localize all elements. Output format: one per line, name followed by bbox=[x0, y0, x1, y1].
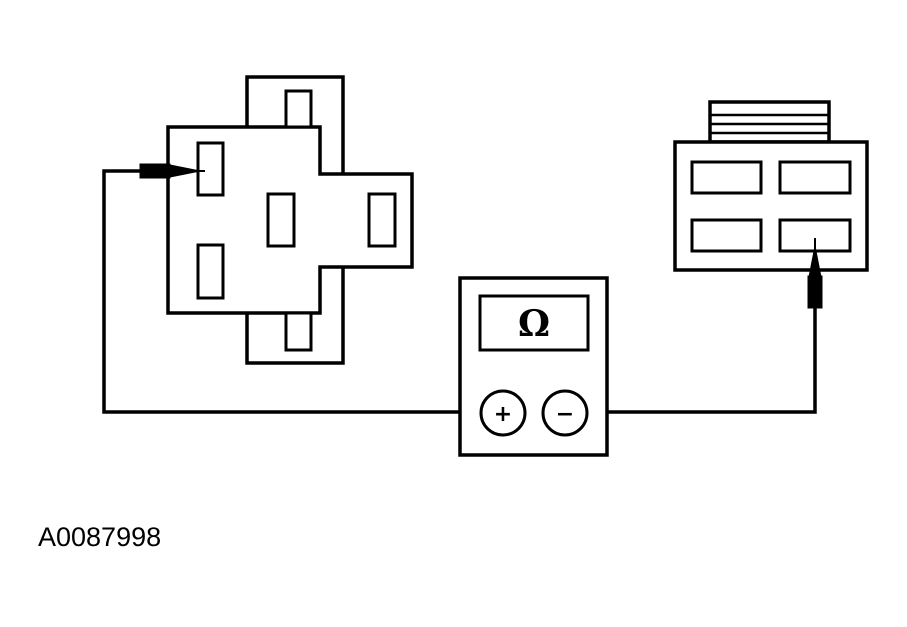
negative-probe bbox=[807, 238, 823, 309]
relay-terminal-top bbox=[284, 89, 313, 129]
ohm-symbol: Ω bbox=[518, 303, 550, 345]
relay-terminal-center bbox=[266, 192, 296, 248]
positive-probe-handle bbox=[139, 163, 171, 179]
relay bbox=[166, 75, 414, 365]
ohmmeter-display bbox=[478, 294, 590, 352]
negative-probe-handle bbox=[807, 275, 823, 309]
test-leads bbox=[102, 169, 817, 414]
connector bbox=[673, 100, 869, 272]
positive-probe-tip bbox=[169, 164, 201, 178]
ohmmeter: Ω + − bbox=[458, 276, 609, 457]
connector-cavity-top-right bbox=[778, 160, 852, 195]
connector-cavity-bottom-left bbox=[690, 218, 763, 253]
figure-id: A0087998 bbox=[38, 522, 162, 552]
plus-terminal-label: + bbox=[494, 402, 512, 427]
minus-terminal-label: − bbox=[556, 402, 574, 427]
relay-terminal-upper-left bbox=[196, 141, 225, 197]
relay-terminal-lower-left bbox=[196, 243, 225, 300]
positive-probe bbox=[139, 163, 205, 179]
negative-probe-tip bbox=[808, 245, 822, 278]
relay-terminal-bottom bbox=[284, 311, 313, 352]
connector-latch bbox=[708, 100, 831, 144]
connector-cavity-top-left bbox=[690, 160, 763, 195]
minus-terminal bbox=[541, 389, 589, 437]
plus-terminal bbox=[479, 389, 527, 437]
negative-lead-wire bbox=[587, 305, 817, 414]
relay-terminal-right bbox=[367, 192, 397, 248]
positive-lead-wire bbox=[102, 169, 481, 414]
